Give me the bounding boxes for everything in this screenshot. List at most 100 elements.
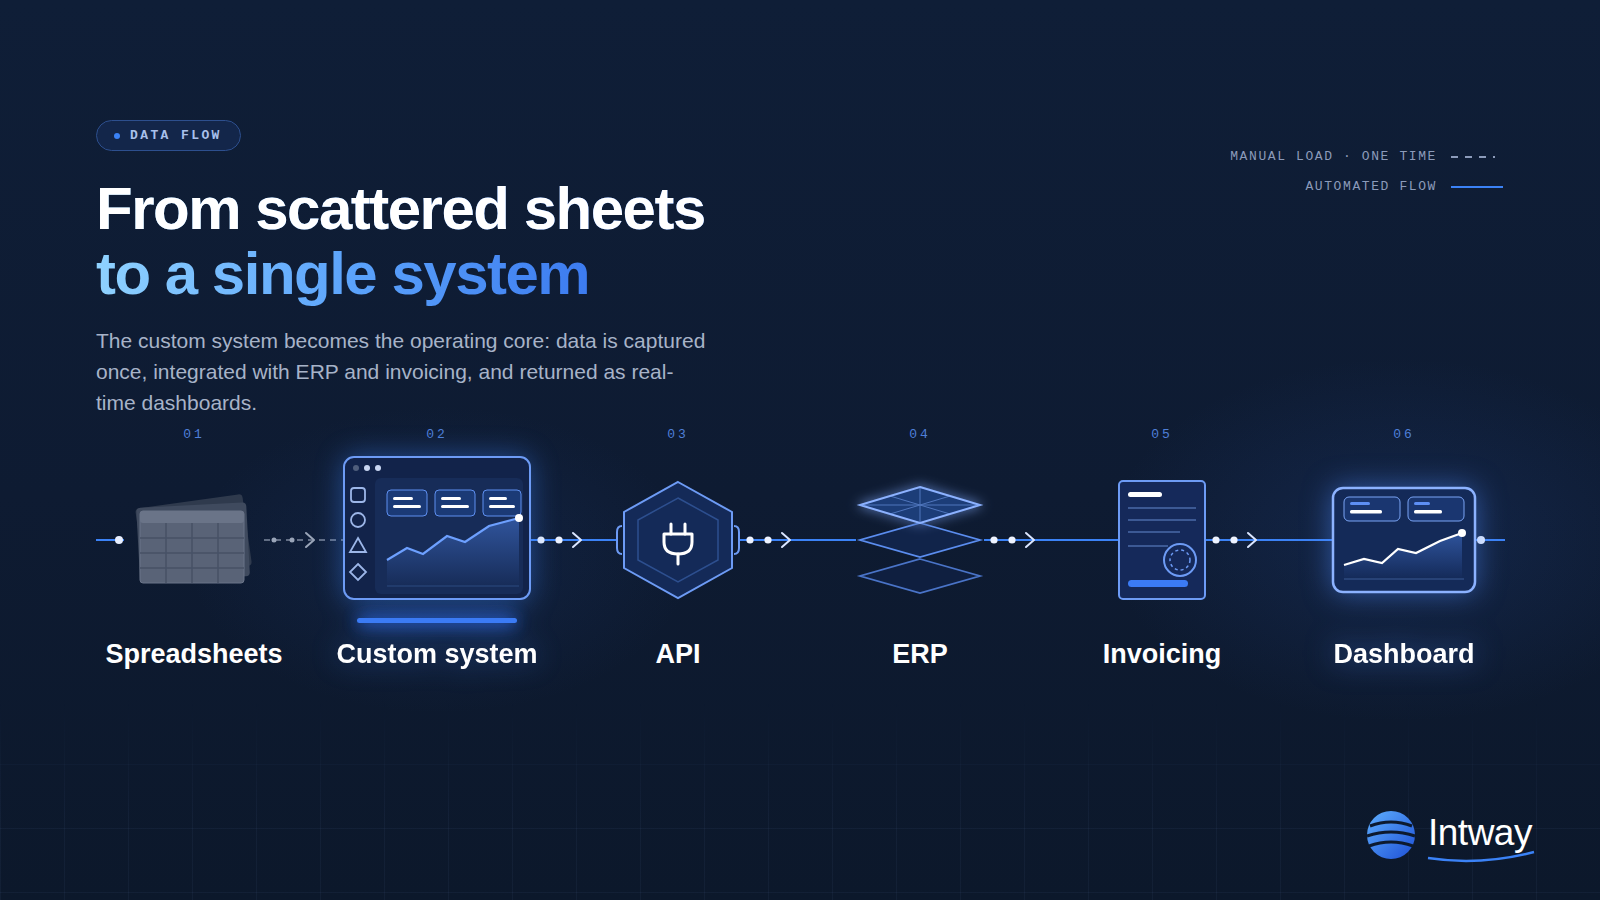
icon-part: [1408, 497, 1464, 521]
icon-part: [1332, 487, 1476, 593]
step-number: 02: [426, 427, 448, 443]
flow-connector: [1206, 533, 1332, 547]
icon-part: [638, 498, 718, 582]
logo-wordmark: Intway: [1428, 812, 1532, 854]
icon-part: [387, 518, 519, 586]
icon-part: [489, 505, 515, 508]
node-label: Dashboard: [1333, 638, 1474, 670]
icon-part: [344, 457, 530, 599]
icon-part: [1333, 488, 1475, 592]
icon-part: [1119, 481, 1205, 599]
icon-part: [387, 586, 519, 587]
legend-solid-sample: [1451, 186, 1503, 188]
icon-part: [617, 526, 622, 554]
globe-body: [1367, 811, 1415, 859]
step-number: 06: [1393, 427, 1415, 443]
step-number: 03: [667, 427, 689, 443]
flow-dot: [115, 536, 123, 544]
arrow-head: [573, 533, 581, 547]
icon-part: [1344, 497, 1400, 521]
flow-dot: [272, 538, 277, 543]
icon-part: [1350, 510, 1382, 514]
icon-part: [375, 478, 523, 594]
flow-connector: [984, 533, 1118, 547]
icon-part: [387, 518, 519, 560]
flow-dot: [537, 536, 544, 543]
spreadsheet-stack: Spreadsheets: [124, 485, 264, 595]
icon-part: [375, 465, 381, 471]
node-label: Invoicing: [1103, 638, 1222, 670]
icon-part: [387, 490, 427, 516]
icon-part: [860, 523, 980, 557]
connector-line: [1206, 539, 1332, 541]
connector-line: [984, 539, 1118, 541]
icon-part: [1350, 502, 1370, 505]
flow-dot: [746, 536, 753, 543]
flow-dot: [1212, 536, 1219, 543]
custom-system-window: Custom system: [343, 456, 531, 600]
flow-dot: [290, 538, 295, 543]
connector-line: [740, 539, 856, 541]
icon-part: [483, 490, 521, 516]
icon-part: [515, 514, 523, 522]
icon-part: [350, 564, 366, 580]
node-label: API: [655, 638, 700, 670]
flow-dot: [1008, 536, 1015, 543]
icon-part: [1458, 529, 1466, 537]
background-grid: [0, 700, 1600, 900]
icon-part: [1128, 492, 1162, 497]
heading: From scattered sheets to a single system: [96, 176, 746, 306]
dashboard-panel: Dashboard: [1332, 487, 1476, 593]
subtitle: The custom system becomes the operating …: [96, 325, 706, 418]
icon-part: [624, 482, 732, 598]
icon-part: [860, 487, 980, 523]
arrow-head: [1026, 533, 1034, 547]
icon-part: [140, 511, 244, 523]
logo-swoosh: [1428, 852, 1534, 861]
arrow-head: [1248, 533, 1256, 547]
icon-part: [677, 554, 680, 564]
icon-part: [1128, 580, 1188, 587]
icon-part: [1118, 480, 1206, 600]
erp-layers: ERP: [856, 485, 984, 595]
step-number: 04: [909, 427, 931, 443]
icon-part: [1344, 533, 1462, 565]
flow-connector: [264, 533, 343, 547]
node-label: ERP: [892, 638, 948, 670]
api-hexagon: API: [616, 480, 740, 600]
flow-dot: [764, 536, 771, 543]
icon-part: [350, 538, 366, 552]
icon-part: [860, 487, 980, 523]
legend-dashed-sample: [1451, 156, 1495, 158]
icon-part: [1414, 502, 1430, 505]
flow-dot: [1477, 536, 1485, 544]
step-number: 05: [1151, 427, 1173, 443]
flow-dot: [990, 536, 997, 543]
icon-part: [357, 618, 517, 623]
legend-text: AUTOMATED FLOW: [1305, 179, 1437, 195]
icon-part: [351, 488, 365, 502]
tag-dot: [114, 133, 120, 139]
flow-dot: [1230, 536, 1237, 543]
icon-part: [343, 456, 531, 600]
arrow-head: [782, 533, 790, 547]
tag-pill: DATA FLOW: [96, 120, 241, 151]
logo-globe: [1367, 811, 1534, 861]
globe-stripes: [1367, 822, 1415, 846]
icon-part: [616, 480, 740, 600]
icon-part: [1344, 533, 1462, 579]
icon-part: [1344, 579, 1464, 580]
icon-part: [441, 505, 469, 508]
icon-part: [489, 497, 507, 500]
icon-part: [140, 511, 244, 583]
step-number: 01: [183, 427, 205, 443]
icon-part: [856, 485, 984, 595]
flow-dot: [555, 536, 562, 543]
node-label: Spreadsheets: [105, 638, 282, 670]
icon-part: [364, 465, 370, 471]
tag-text: DATA FLOW: [130, 128, 222, 144]
icon-part: [357, 616, 517, 626]
icon-part: [124, 485, 264, 595]
